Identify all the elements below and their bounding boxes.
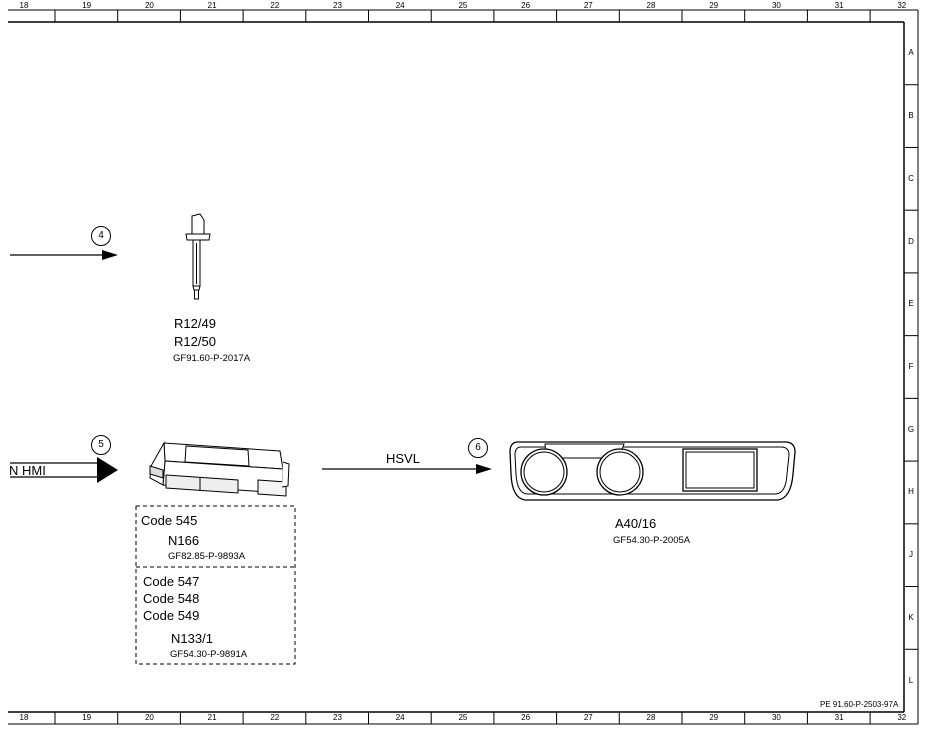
row-label-F: F (908, 362, 914, 371)
column-label-top-29: 29 (709, 1, 719, 10)
row-label-D: D (908, 236, 914, 246)
column-label-bottom-23: 23 (333, 713, 342, 722)
column-label-bottom-29: 29 (709, 713, 719, 722)
column-label-top-22: 22 (270, 1, 280, 10)
control-unit-n133-1-label: N133/1 (171, 631, 213, 646)
column-label-bottom-25: 25 (458, 713, 468, 722)
row-dividers (904, 84, 918, 650)
column-label-top-32: 32 (897, 1, 907, 10)
signal-arrow-4 (10, 250, 118, 260)
column-label-top-28: 28 (646, 1, 656, 10)
column-dividers (54, 10, 871, 724)
cluster-document-ref: GF54.30-P-2005A (613, 535, 691, 546)
sensor-drawing (185, 213, 211, 300)
bus-out-label: HSVL (386, 451, 420, 466)
code-548-label: Code 548 (143, 591, 200, 606)
sheet-reference: PE 91.60-P-2503-97A (820, 700, 899, 709)
variant-box (135, 505, 296, 665)
column-label-top-26: 26 (521, 1, 531, 10)
row-label-G: G (907, 424, 915, 434)
code-547-label: Code 547 (143, 574, 200, 589)
bus-arrow-hmi (10, 457, 118, 483)
column-label-bottom-32: 32 (897, 713, 907, 722)
instrument-cluster-drawing (509, 441, 796, 501)
column-label-top-23: 23 (333, 1, 342, 10)
code-545-label: Code 545 (141, 513, 198, 528)
row-label-L: L (908, 675, 914, 685)
row-label-E: E (908, 299, 914, 309)
column-label-bottom-21: 21 (207, 713, 217, 722)
column-label-bottom-19: 19 (82, 713, 92, 722)
control-unit-drawing (149, 441, 290, 497)
column-label-top-21: 21 (207, 1, 217, 10)
column-label-bottom-30: 30 (771, 713, 781, 722)
column-label-top-18: 18 (19, 1, 29, 10)
connection-marker-6: 6 (468, 438, 488, 458)
row-label-C: C (908, 173, 914, 183)
control-unit-n133-1-document: GF54.30-P-9891A (170, 649, 248, 660)
sensor-label-r12-50: R12/50 (174, 334, 216, 349)
control-unit-n166-document: GF82.85-P-9893A (168, 551, 246, 562)
column-label-bottom-27: 27 (583, 713, 593, 722)
column-label-top-25: 25 (458, 1, 468, 10)
code-549-label: Code 549 (143, 608, 200, 623)
column-label-top-30: 30 (771, 1, 781, 10)
row-label-K: K (908, 612, 914, 622)
column-label-bottom-20: 20 (144, 713, 154, 722)
sensor-document-ref: GF91.60-P-2017A (173, 353, 251, 364)
row-label-H: H (908, 487, 914, 497)
column-label-bottom-28: 28 (646, 713, 656, 722)
sensor-label-r12-49: R12/49 (174, 316, 216, 331)
row-label-A: A (908, 48, 914, 58)
column-label-top-19: 19 (82, 1, 92, 10)
column-label-bottom-26: 26 (521, 713, 531, 722)
column-label-bottom-24: 24 (395, 713, 405, 722)
drawing-frame (8, 9, 919, 725)
row-label-B: B (908, 111, 914, 121)
column-label-bottom-22: 22 (270, 713, 280, 722)
column-label-top-20: 20 (144, 1, 154, 10)
column-label-bottom-18: 18 (19, 713, 29, 722)
bus-arrow-hsvl (322, 464, 492, 474)
column-label-top-27: 27 (583, 1, 593, 10)
cluster-label-a40-16: A40/16 (615, 516, 657, 531)
row-label-J: J (909, 550, 913, 560)
connection-marker-4: 4 (91, 226, 111, 246)
connection-marker-5: 5 (91, 435, 111, 455)
column-label-top-31: 31 (834, 1, 844, 10)
column-label-top-24: 24 (395, 1, 405, 10)
column-label-bottom-31: 31 (834, 713, 844, 722)
bus-in-label: N HMI (9, 463, 46, 478)
control-unit-n166-label: N166 (168, 533, 200, 548)
